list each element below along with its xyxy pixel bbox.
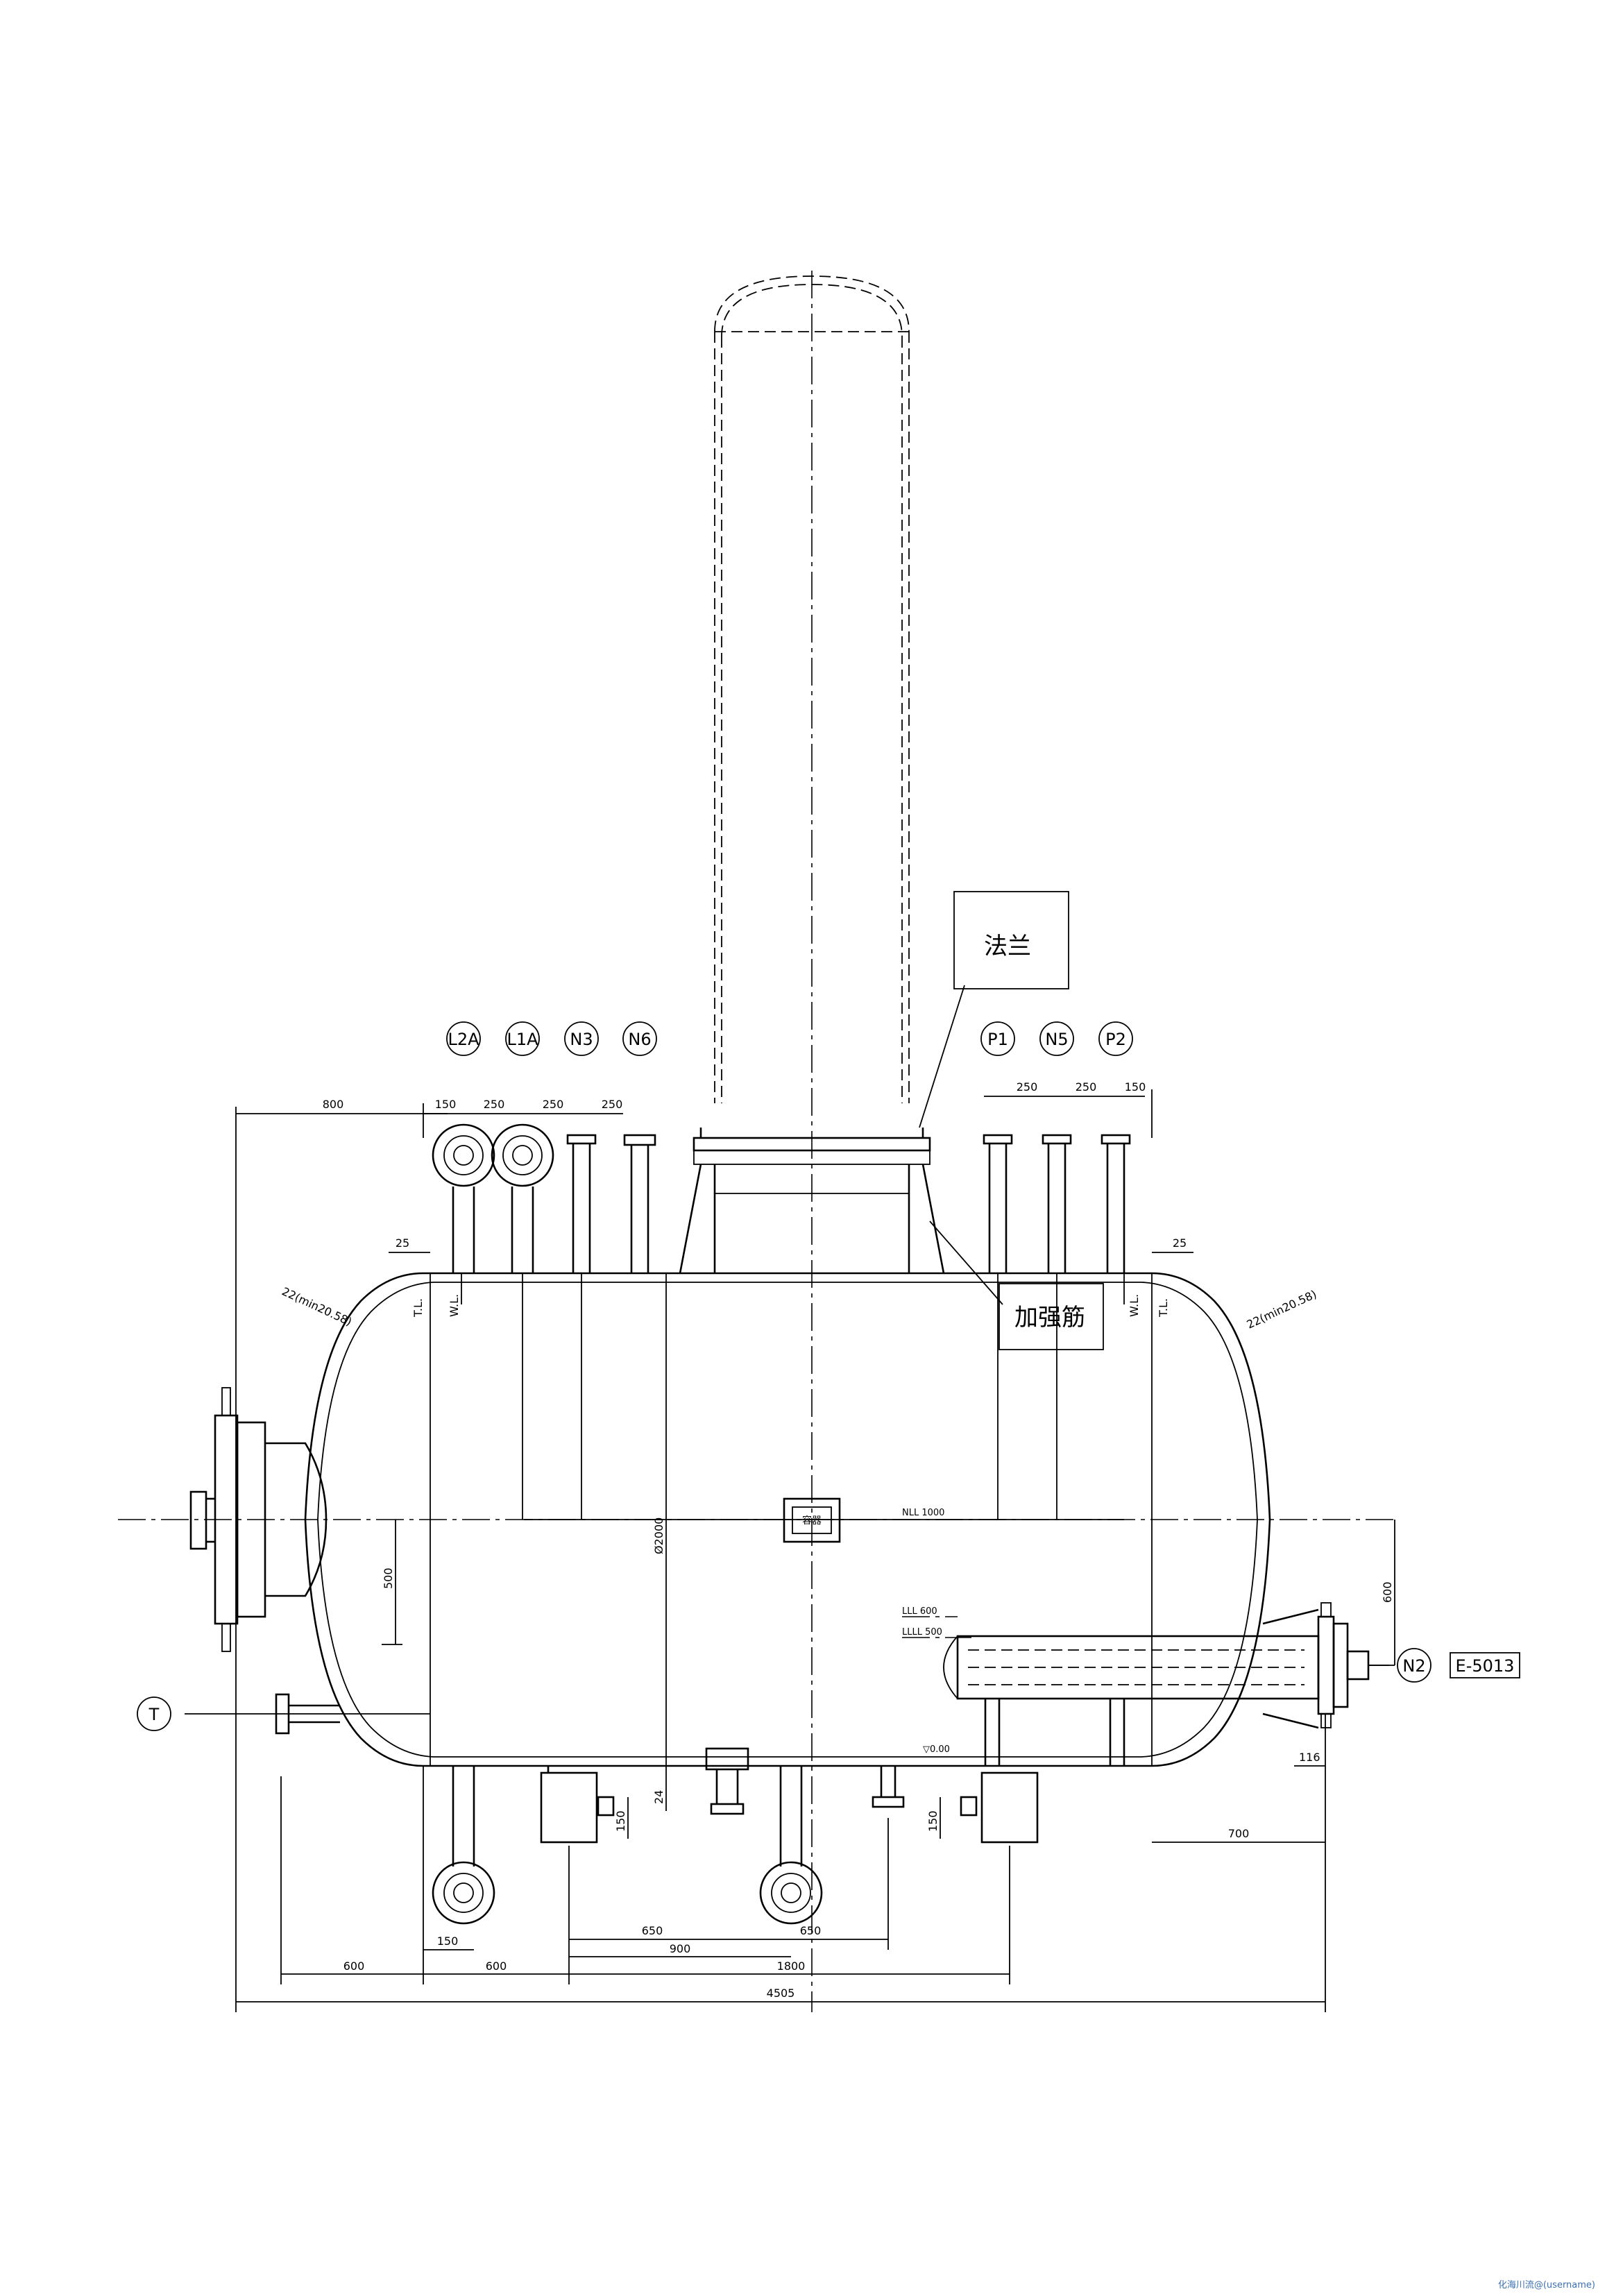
dim-level0: ▽0.00	[923, 1744, 950, 1755]
dim-150-topright: 150	[1125, 1080, 1146, 1094]
dim-116: 116	[1299, 1751, 1320, 1764]
tl-right: T.L.	[1157, 1298, 1170, 1318]
center-tag-text: 容器	[802, 1515, 822, 1527]
dim-500: 500	[382, 1567, 395, 1589]
nozzle-label-l1a: L1A	[507, 1030, 538, 1049]
watermark: 化海川流@(username)	[1497, 2280, 1595, 2290]
dim-700: 700	[1228, 1827, 1250, 1840]
dim-150-b3: 150	[437, 1934, 459, 1948]
dim-1800: 1800	[777, 1959, 806, 1973]
equipment-tag: E-5013	[1456, 1656, 1515, 1676]
dim-shell-right: 22(min20.58)	[1245, 1287, 1319, 1331]
level-lines	[524, 1519, 1124, 1638]
dim-650-a: 650	[642, 1924, 663, 1937]
dim-250-c: 250	[602, 1098, 623, 1111]
dim-diameter: Ø2000	[652, 1517, 665, 1554]
dim-600-a: 600	[343, 1959, 365, 1973]
nozzle-label-n2: N2	[1402, 1656, 1425, 1676]
dim-150-b1: 150	[614, 1810, 627, 1832]
dim-250-b: 250	[543, 1098, 564, 1111]
dim-250-d: 250	[1017, 1080, 1038, 1094]
column-base	[679, 1128, 945, 1274]
nozzle-label-l2a: L2A	[448, 1030, 479, 1049]
nozzle-t	[185, 1693, 430, 1735]
dim-250-a: 250	[484, 1098, 505, 1111]
wl-left: W.L.	[448, 1294, 461, 1317]
wl-right: W.L.	[1128, 1294, 1141, 1317]
nozzle-label-n3: N3	[570, 1030, 593, 1049]
left-manhole	[189, 1387, 328, 1652]
nozzle-label-n6: N6	[628, 1030, 651, 1049]
dim-nll: NLL 1000	[902, 1508, 944, 1518]
dim-800: 800	[323, 1098, 344, 1111]
dim-llll: LLLL 500	[902, 1627, 942, 1638]
center-tag	[783, 1497, 841, 1543]
dim-24: 24	[652, 1790, 665, 1804]
dimension-lines	[235, 1089, 1395, 2012]
dim-25-left: 25	[396, 1236, 409, 1250]
heater-bundle	[943, 1602, 1395, 1766]
upper-column	[714, 271, 910, 2012]
callout-flange: 法兰	[984, 933, 1031, 960]
nozzle-label-t: T	[148, 1705, 160, 1724]
dim-25-right: 25	[1173, 1236, 1187, 1250]
dim-600-b: 600	[486, 1959, 507, 1973]
nozzle-label-p1: P1	[987, 1030, 1008, 1049]
nozzle-label-p2: P2	[1105, 1030, 1126, 1049]
dim-150-b2: 150	[926, 1810, 940, 1832]
dim-900: 900	[670, 1942, 691, 1955]
dim-250-e: 250	[1076, 1080, 1097, 1094]
callout-rib: 加强筋	[1014, 1304, 1085, 1332]
top-nozzles	[432, 1123, 1131, 1520]
nozzle-bubbles	[137, 1021, 1431, 1731]
dim-650-b: 650	[800, 1924, 822, 1937]
tl-left: T.L.	[411, 1298, 425, 1318]
dim-shell-left: 22(min20.58)	[280, 1284, 354, 1328]
nozzle-label-n5: N5	[1045, 1030, 1068, 1049]
callout-frames	[919, 891, 1520, 1678]
bottom-nozzles	[432, 1747, 1039, 1925]
dim-4505: 4505	[767, 1987, 795, 2000]
dim-600-right: 600	[1381, 1581, 1394, 1603]
dim-150-top: 150	[435, 1098, 457, 1111]
dim-lll: LLL 600	[902, 1606, 937, 1617]
